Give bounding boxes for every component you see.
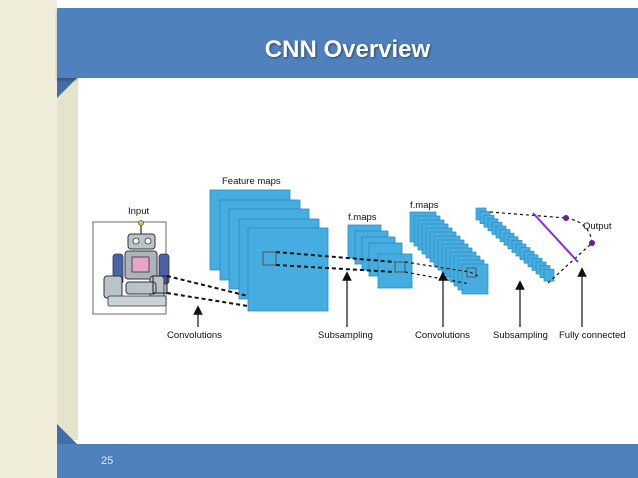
fmaps-stack-2 — [409, 211, 489, 295]
input-label: Input — [128, 206, 149, 217]
title-bar: CNN Overview — [57, 8, 638, 78]
projection-line — [275, 264, 396, 273]
fc-line — [547, 242, 593, 284]
subsampled-stack — [475, 207, 555, 282]
projection-line — [404, 271, 471, 285]
output-curve — [565, 217, 593, 244]
fmaps-label-2: f.maps — [410, 200, 439, 211]
projection-line — [469, 271, 479, 277]
slide-title: CNN Overview — [264, 36, 431, 63]
stage-label-convolutions-2: Convolutions — [415, 330, 470, 341]
footer-bar: 25 — [57, 444, 638, 478]
output-label: Output — [583, 221, 612, 232]
projection-line — [404, 261, 471, 273]
fc-line — [489, 211, 567, 219]
receptive-field-box — [466, 267, 477, 278]
fmaps-stack-1 — [347, 224, 413, 289]
map-layer — [461, 263, 489, 295]
input-image — [92, 220, 170, 315]
stage-label-subsampling-2: Subsampling — [493, 330, 548, 341]
page-number: 25 — [101, 455, 114, 467]
footer-fold-corner — [57, 424, 77, 444]
output-connection — [532, 212, 579, 263]
left-decorative-strip — [0, 0, 57, 478]
title-fold-corner — [57, 78, 77, 98]
projection-line — [275, 251, 396, 263]
projection-line — [166, 292, 249, 307]
feature-maps-stack — [209, 189, 329, 312]
robot-icon — [103, 220, 170, 307]
map-layer — [543, 268, 555, 282]
stage-label-fully-connected: Fully connected — [559, 330, 626, 341]
feature-maps-label: Feature maps — [222, 176, 281, 187]
output-node — [563, 215, 569, 221]
left-decorative-inner — [0, 0, 78, 478]
stage-label-subsampling-1: Subsampling — [318, 330, 373, 341]
fmaps-label-1: f.maps — [348, 212, 377, 223]
stage-label-convolutions-1: Convolutions — [167, 330, 222, 341]
output-node — [589, 240, 595, 246]
